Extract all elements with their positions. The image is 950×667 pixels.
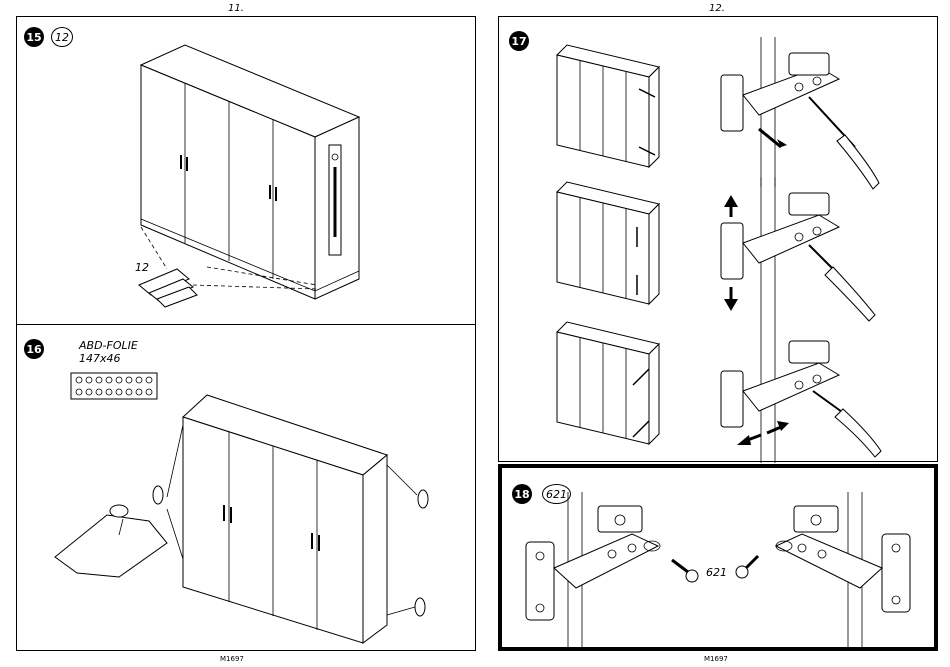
- left-hinge: [526, 492, 698, 647]
- wardrobe-illustration: [17, 325, 477, 652]
- pad-part-label: 12: [135, 261, 149, 274]
- hinge-row-3: [721, 327, 881, 463]
- step-15-panel: 15 12 12: [16, 16, 476, 325]
- hinge-row-1: [721, 37, 879, 189]
- footer-code-left: M1697: [220, 655, 244, 663]
- wardrobe-illustration: [17, 17, 477, 326]
- footer-code-right: M1697: [704, 655, 728, 663]
- hinge-adjustment-illustration: [499, 17, 939, 463]
- hinge-row-2: [721, 177, 875, 327]
- page-number-left: 11.: [228, 3, 244, 14]
- page-number-right: 12.: [709, 3, 725, 14]
- right-hinge: [736, 492, 910, 647]
- step-18-panel: 18 621 621: [498, 464, 938, 651]
- hinge-screw-illustration: [502, 468, 934, 647]
- step-16-panel: 16 ABD-FOLIE 147x46: [16, 324, 476, 651]
- wardrobe-row-1: [557, 45, 659, 167]
- wardrobe-row-3: [557, 322, 659, 444]
- step-17-panel: 17: [498, 16, 938, 462]
- wardrobe-row-2: [557, 182, 659, 304]
